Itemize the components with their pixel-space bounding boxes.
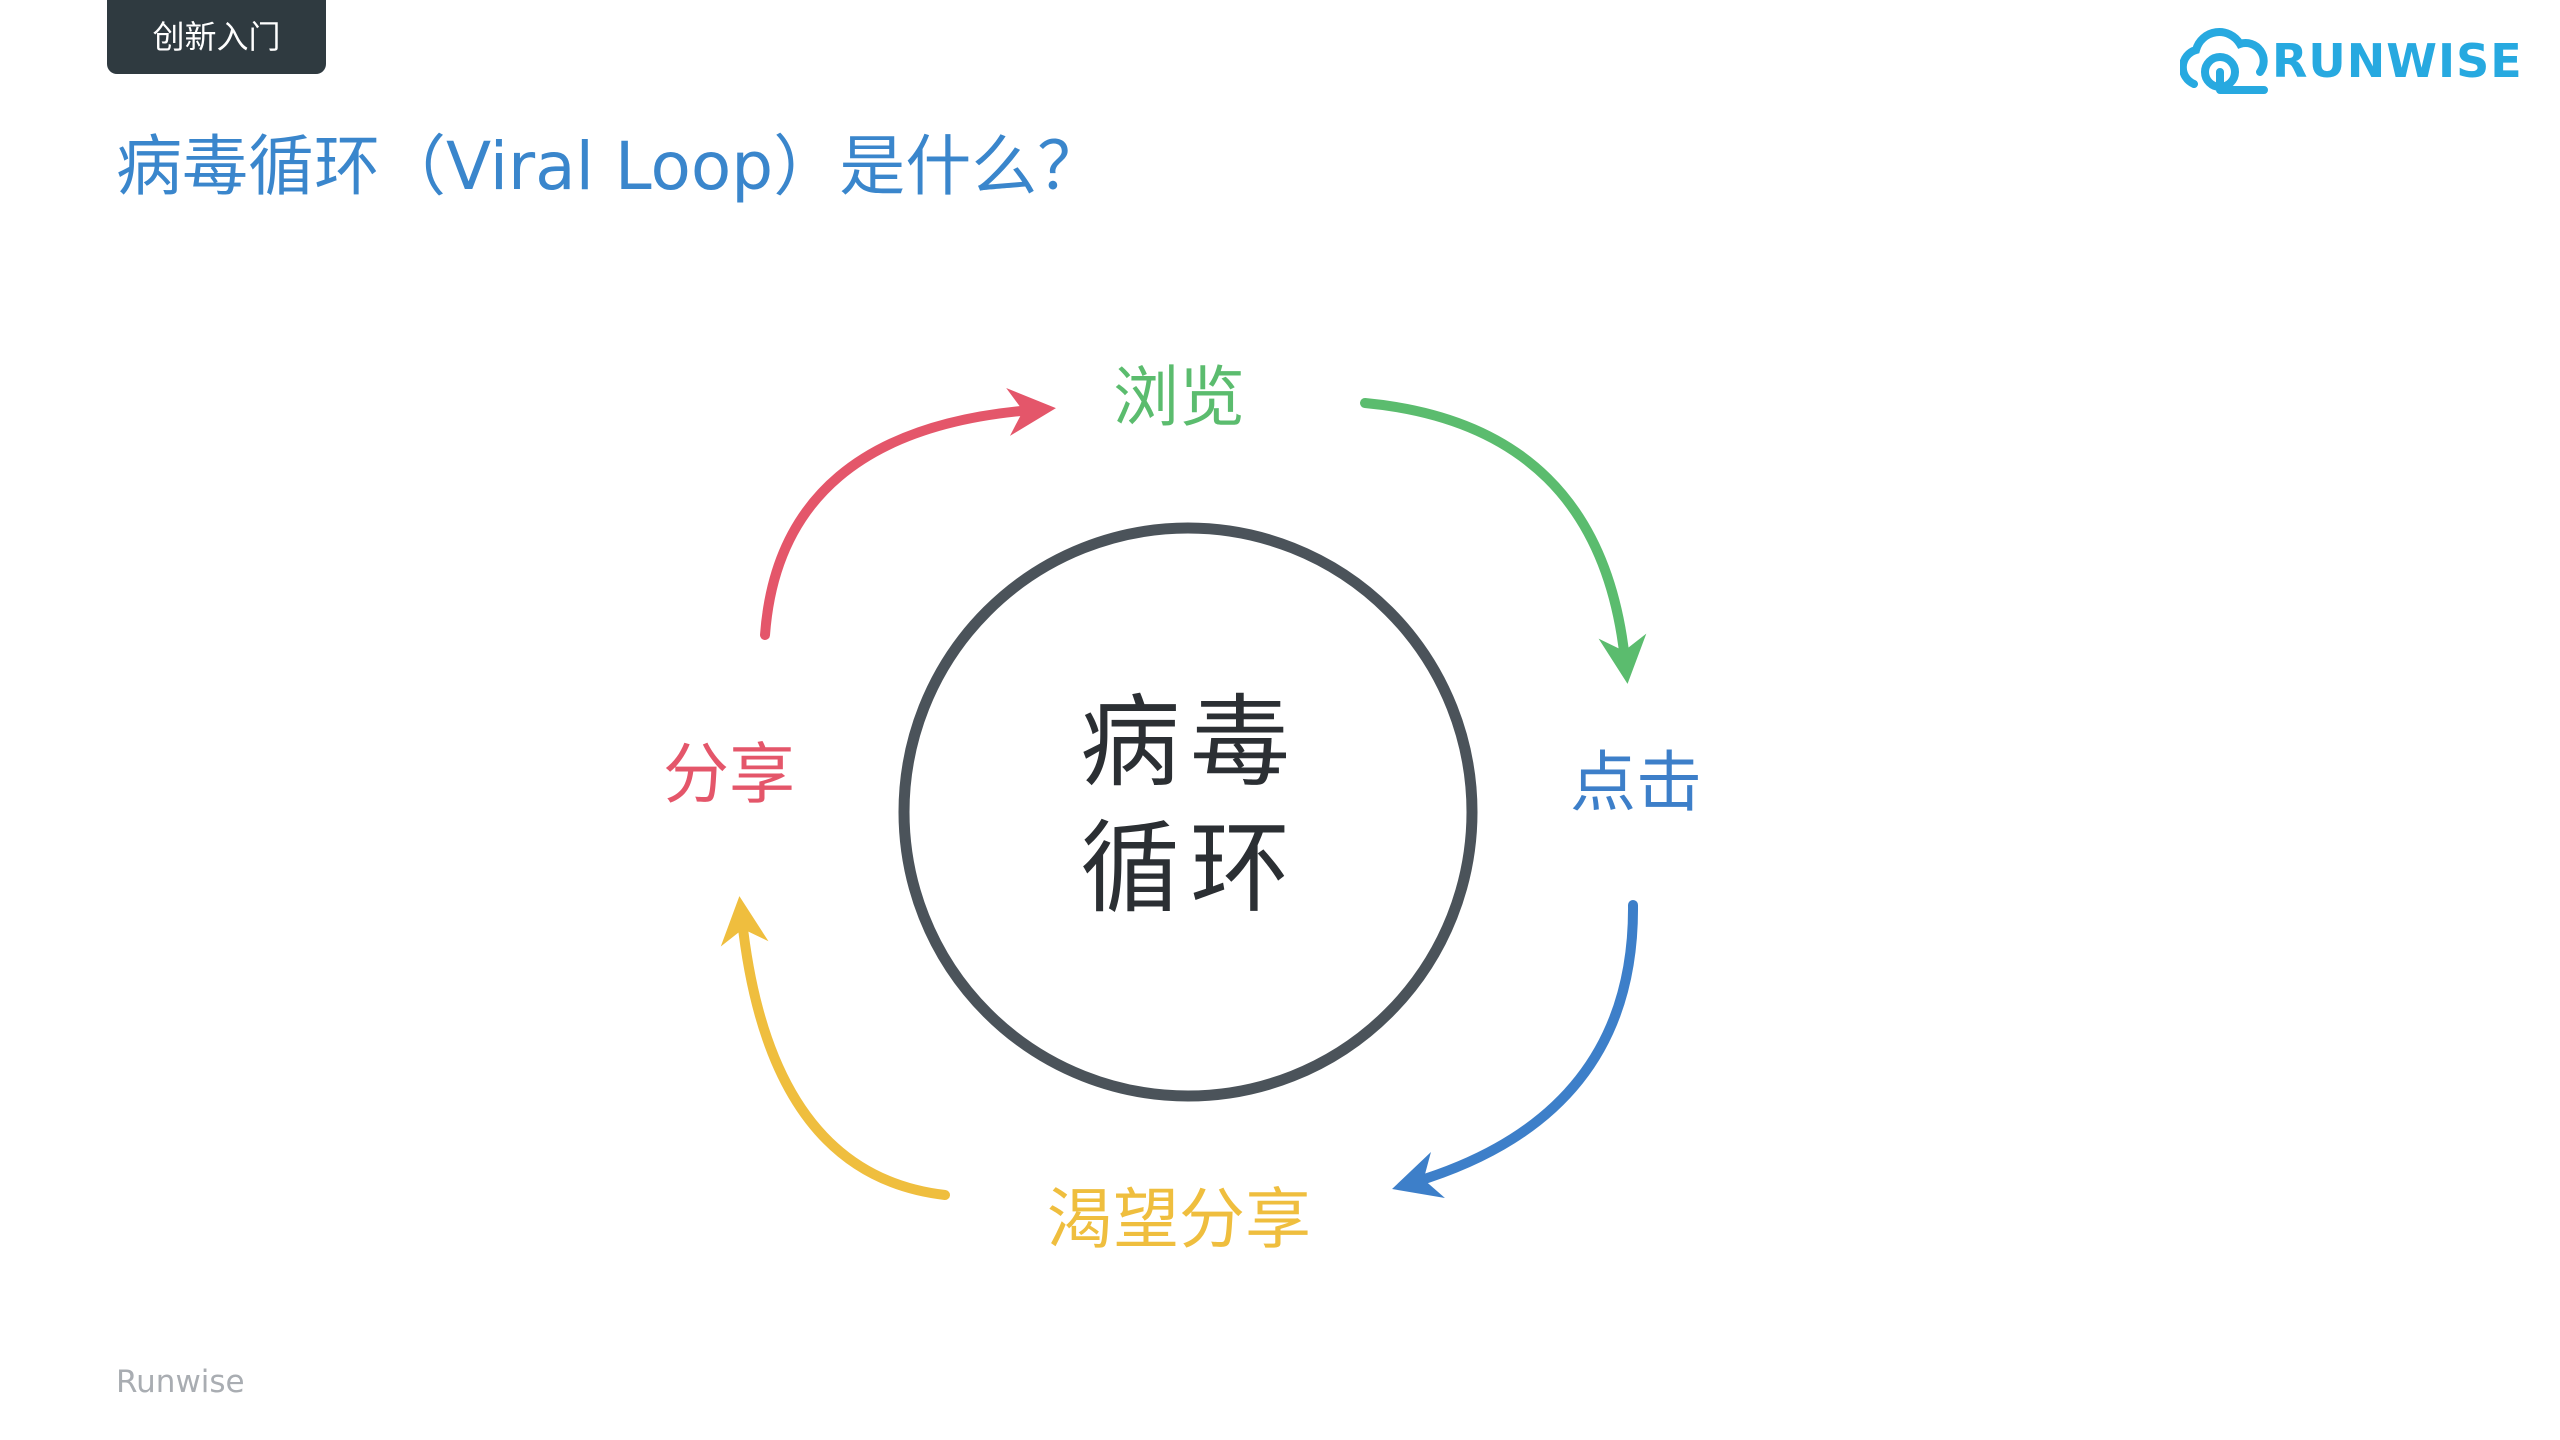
node-desire-share: 渴望分享 <box>1047 1181 1311 1258</box>
node-browse: 浏览 <box>1113 359 1245 436</box>
footer-brand: Runwise <box>116 1364 245 1400</box>
page-title: 病毒循环（Viral Loop）是什么？ <box>116 128 1104 205</box>
logo-wordmark: RUNWISE <box>2272 34 2523 88</box>
section-tab: 创新入门 <box>107 0 326 74</box>
center-circle <box>898 522 1478 1102</box>
arrow-click-to-desire-share <box>1392 900 1639 1198</box>
center-label-line-1: 病毒 <box>1080 684 1300 801</box>
center-label: 病毒 循环 <box>1040 680 1340 932</box>
node-click: 点击 <box>1570 744 1702 821</box>
cloud-loop-icon <box>2178 28 2268 94</box>
arrow-browse-to-click <box>1360 398 1647 684</box>
center-label-line-2: 循环 <box>1080 810 1300 927</box>
arrow-desire-share-to-share <box>720 896 950 1200</box>
runwise-logo: RUNWISE <box>2178 26 2522 96</box>
arrow-share-to-browse <box>760 387 1056 640</box>
node-share: 分享 <box>663 736 795 813</box>
